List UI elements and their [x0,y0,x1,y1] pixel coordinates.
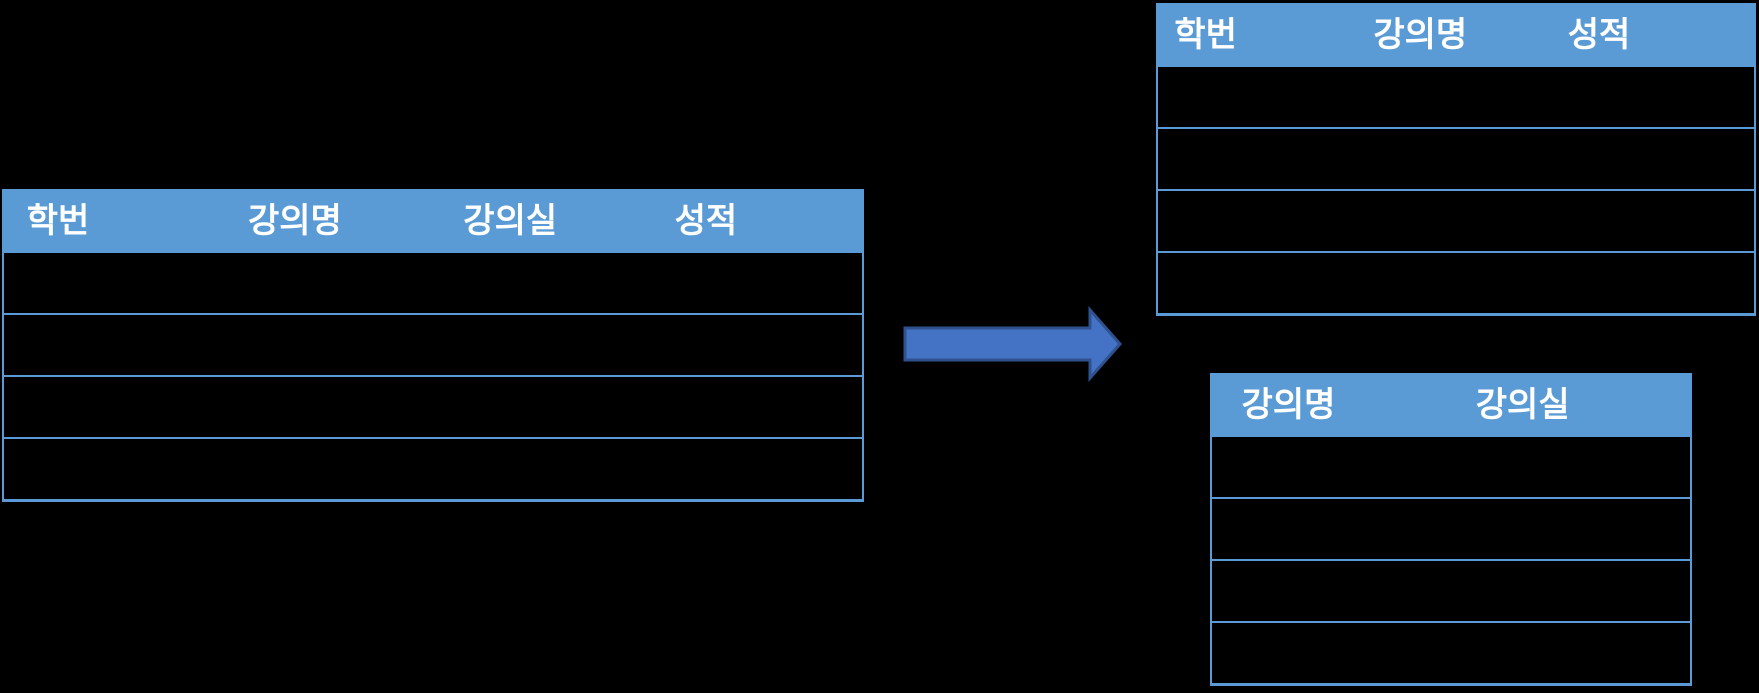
empty-table-row [1212,559,1690,621]
result-table-course-rooms: 강의명 강의실 [1210,373,1692,686]
result-table-2-body [1212,435,1690,683]
empty-table-row [1158,127,1754,189]
source-table-body [4,251,862,499]
source-col-student-id: 학번 [26,202,90,240]
result-table-1-header: 학번 강의명 성적 [1158,5,1754,65]
empty-table-row [4,375,862,437]
empty-table-row [1158,251,1754,313]
right-arrow-icon [903,306,1123,382]
result-table-2-header: 강의명 강의실 [1212,375,1690,435]
result2-col-course-name: 강의명 [1241,386,1336,424]
result1-col-student-id: 학번 [1174,16,1237,54]
source-col-classroom: 강의실 [463,202,558,240]
source-table: 학번 강의명 강의실 성적 [2,189,864,502]
empty-table-row [1212,497,1690,559]
empty-table-row [1158,189,1754,251]
result2-col-classroom: 강의실 [1475,386,1570,424]
empty-table-row [1212,621,1690,683]
source-col-course-name: 강의명 [247,202,342,240]
empty-table-row [4,313,862,375]
source-col-grade: 성적 [674,202,738,240]
source-table-header: 학번 강의명 강의실 성적 [4,191,862,251]
result-table-1-body [1158,65,1754,313]
empty-table-row [1212,435,1690,497]
empty-table-row [4,437,862,499]
result1-col-grade: 성적 [1567,16,1631,54]
result-table-student-grades: 학번 강의명 성적 [1156,3,1756,316]
empty-table-row [1158,65,1754,127]
empty-table-row [4,251,862,313]
result1-col-course-name: 강의명 [1373,16,1468,54]
